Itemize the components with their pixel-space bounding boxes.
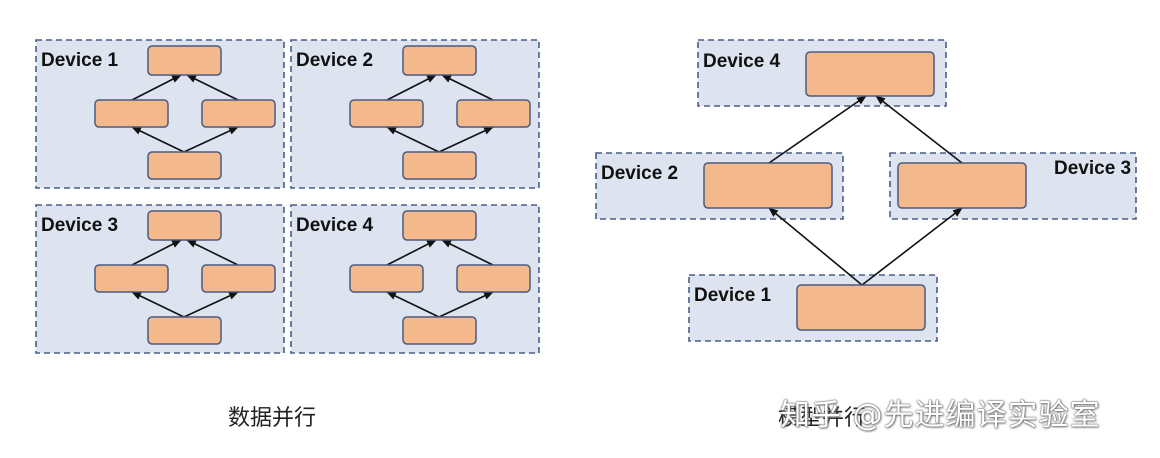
edge-arrow xyxy=(386,126,440,153)
compute-node xyxy=(147,45,222,76)
edge-arrow xyxy=(131,126,185,153)
compute-node xyxy=(94,99,169,128)
compute-node xyxy=(456,99,531,128)
compute-node xyxy=(402,151,477,180)
edge-arrow xyxy=(131,74,182,101)
edge-arrow xyxy=(386,74,437,101)
compute-node xyxy=(201,264,276,293)
compute-node xyxy=(805,51,935,97)
edge-arrow xyxy=(131,239,182,266)
device-label: Device 1 xyxy=(41,50,119,71)
compute-node xyxy=(147,316,222,345)
compute-node xyxy=(402,45,477,76)
model-parallel-caption: 模型并行 xyxy=(778,406,867,431)
device-label: Device 3 xyxy=(1054,158,1131,179)
dp-device-panel-3: Device 3 xyxy=(35,204,285,354)
compute-node xyxy=(402,316,477,345)
compute-node xyxy=(703,162,833,209)
watermark-text: 知乎 @先进编译实验室 xyxy=(780,398,1101,433)
edge-arrow xyxy=(441,239,494,266)
edge-arrow xyxy=(875,95,963,164)
device-label: Device 2 xyxy=(601,163,678,184)
device-label: Device 4 xyxy=(703,51,781,72)
edge-arrow xyxy=(186,74,239,101)
device-label: Device 2 xyxy=(296,50,373,71)
edge-arrow xyxy=(386,291,440,318)
edge-arrow xyxy=(441,74,494,101)
data-parallel-diagram: Device 1 Device 2 Device 3 xyxy=(35,39,540,354)
compute-node xyxy=(796,284,926,331)
edge-arrow xyxy=(768,207,863,286)
edge-arrow xyxy=(183,291,239,318)
device-label: Device 3 xyxy=(41,215,118,236)
edge-arrow xyxy=(861,207,963,286)
compute-node xyxy=(349,99,424,128)
model-parallel-diagram: Device 4 Device 2 Device 3 Device 1 xyxy=(595,39,1137,342)
data-parallel-caption: 数据并行 xyxy=(228,406,317,431)
edge-arrow xyxy=(386,239,437,266)
compute-node xyxy=(94,264,169,293)
dp-device-panel-4: Device 4 xyxy=(290,204,540,354)
device-label: Device 1 xyxy=(694,285,772,306)
dp-device-panel-2: Device 2 xyxy=(290,39,540,189)
compute-node xyxy=(201,99,276,128)
edge-arrow xyxy=(186,239,239,266)
device-label: Device 4 xyxy=(296,215,374,236)
compute-node xyxy=(349,264,424,293)
compute-node xyxy=(147,151,222,180)
dp-device-panel-1: Device 1 xyxy=(35,39,285,189)
compute-node xyxy=(897,162,1027,209)
compute-node xyxy=(456,264,531,293)
edge-arrow xyxy=(131,291,185,318)
edge-arrow xyxy=(768,95,867,164)
compute-node xyxy=(147,210,222,241)
edge-arrow xyxy=(438,291,494,318)
compute-node xyxy=(402,210,477,241)
edge-arrow xyxy=(438,126,494,153)
edge-arrow xyxy=(183,126,239,153)
